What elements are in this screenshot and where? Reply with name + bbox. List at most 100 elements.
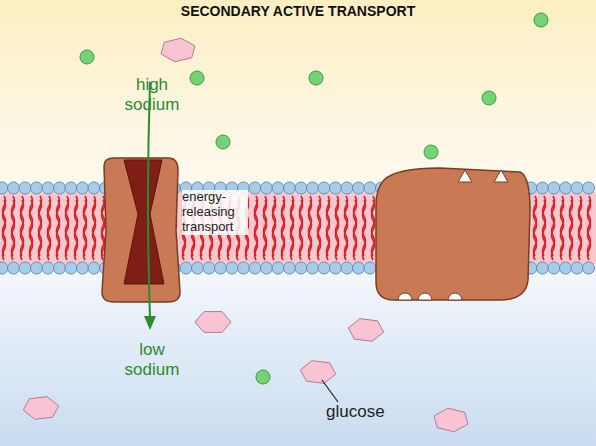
lipid-head — [42, 262, 54, 274]
lipid-head — [560, 262, 572, 274]
binding-site — [458, 170, 472, 182]
sodium-ion — [80, 50, 94, 64]
lipid-tail — [57, 200, 60, 260]
lipid-tail — [66, 200, 69, 260]
lipid-head — [8, 262, 20, 274]
lipid-head — [272, 182, 284, 194]
lipid-tail — [93, 200, 96, 260]
lipid-tail — [84, 200, 87, 260]
lipid-head — [295, 262, 307, 274]
flow-arrow — [148, 82, 150, 318]
lipid-head — [261, 182, 273, 194]
lipid-tail — [588, 200, 591, 260]
lipid-head — [77, 262, 89, 274]
lipid-head — [318, 262, 330, 274]
sodium-ion — [190, 71, 204, 85]
lipid-head — [249, 182, 261, 194]
lipid-tail — [75, 200, 78, 260]
lipid-head — [88, 182, 100, 194]
lipid-head — [284, 182, 296, 194]
channel-pore — [124, 160, 164, 284]
lipid-tail — [30, 200, 33, 260]
lipid-head — [8, 182, 20, 194]
lipid-tail — [291, 200, 294, 260]
sodium-ion — [256, 370, 270, 384]
lipid-head — [31, 182, 43, 194]
region-label: low sodium — [112, 340, 192, 379]
lipid-head — [272, 262, 284, 274]
diagram-title: SECONDARY ACTIVE TRANSPORT — [0, 3, 596, 19]
sodium-ion — [216, 135, 230, 149]
lipid-head — [238, 262, 250, 274]
glucose-molecule — [23, 397, 58, 420]
lipid-head — [341, 182, 353, 194]
lipid-head — [560, 182, 572, 194]
lipid-tail — [579, 200, 582, 260]
lipid-tail — [354, 200, 357, 260]
lipid-tail — [363, 200, 366, 260]
lipid-head — [364, 262, 376, 274]
lipid-tail — [543, 200, 546, 260]
lipid-tail — [39, 200, 42, 260]
lipid-head — [249, 262, 261, 274]
lipid-head — [88, 262, 100, 274]
binding-site — [448, 293, 462, 300]
carrier-protein — [376, 168, 530, 300]
lipid-head — [548, 182, 560, 194]
glucose-molecule — [434, 408, 468, 432]
lipid-head — [65, 262, 77, 274]
binding-site — [418, 293, 432, 300]
sodium-ion — [482, 91, 496, 105]
lipid-head — [31, 262, 43, 274]
lipid-tail — [552, 200, 555, 260]
lipid-head — [341, 262, 353, 274]
lipid-head — [19, 262, 31, 274]
lipid-head — [537, 182, 549, 194]
channel-protein — [102, 158, 180, 302]
region-label: high sodium — [112, 75, 192, 114]
lipid-head — [54, 182, 66, 194]
lipid-head — [364, 182, 376, 194]
lipid-tail — [309, 200, 312, 260]
lipid-head — [19, 182, 31, 194]
lipid-head — [330, 182, 342, 194]
lipid-head — [353, 262, 365, 274]
lipid-head — [65, 182, 77, 194]
lipid-tail — [273, 200, 276, 260]
lipid-tail — [336, 200, 339, 260]
lipid-tail — [48, 200, 51, 260]
leader-line — [322, 380, 338, 402]
lipid-tail — [345, 200, 348, 260]
lipid-head — [180, 262, 192, 274]
lipid-head — [330, 262, 342, 274]
lipid-tail — [570, 200, 573, 260]
sodium-ion — [309, 71, 323, 85]
lipid-head — [307, 262, 319, 274]
lipid-head — [571, 182, 583, 194]
lipid-head — [215, 262, 227, 274]
lipid-head — [77, 182, 89, 194]
lipid-tail — [3, 200, 6, 260]
lipid-head — [192, 262, 204, 274]
lipid-tail — [318, 200, 321, 260]
process-label: energy-releasing transport — [182, 190, 248, 235]
glucose-molecule — [195, 312, 231, 333]
lipid-tail — [372, 200, 375, 260]
sodium-ion — [534, 13, 548, 27]
sodium-ion — [424, 145, 438, 159]
lipid-head — [295, 182, 307, 194]
lipid-head — [284, 262, 296, 274]
lipid-tail — [561, 200, 564, 260]
lipid-head — [318, 182, 330, 194]
lipid-tail — [255, 200, 258, 260]
lipid-tail — [300, 200, 303, 260]
lipid-head — [0, 182, 8, 194]
lipid-head — [226, 262, 238, 274]
lipid-tail — [21, 200, 24, 260]
lipid-head — [0, 262, 8, 274]
sodium-ions — [80, 13, 548, 384]
lipid-tail — [534, 200, 537, 260]
